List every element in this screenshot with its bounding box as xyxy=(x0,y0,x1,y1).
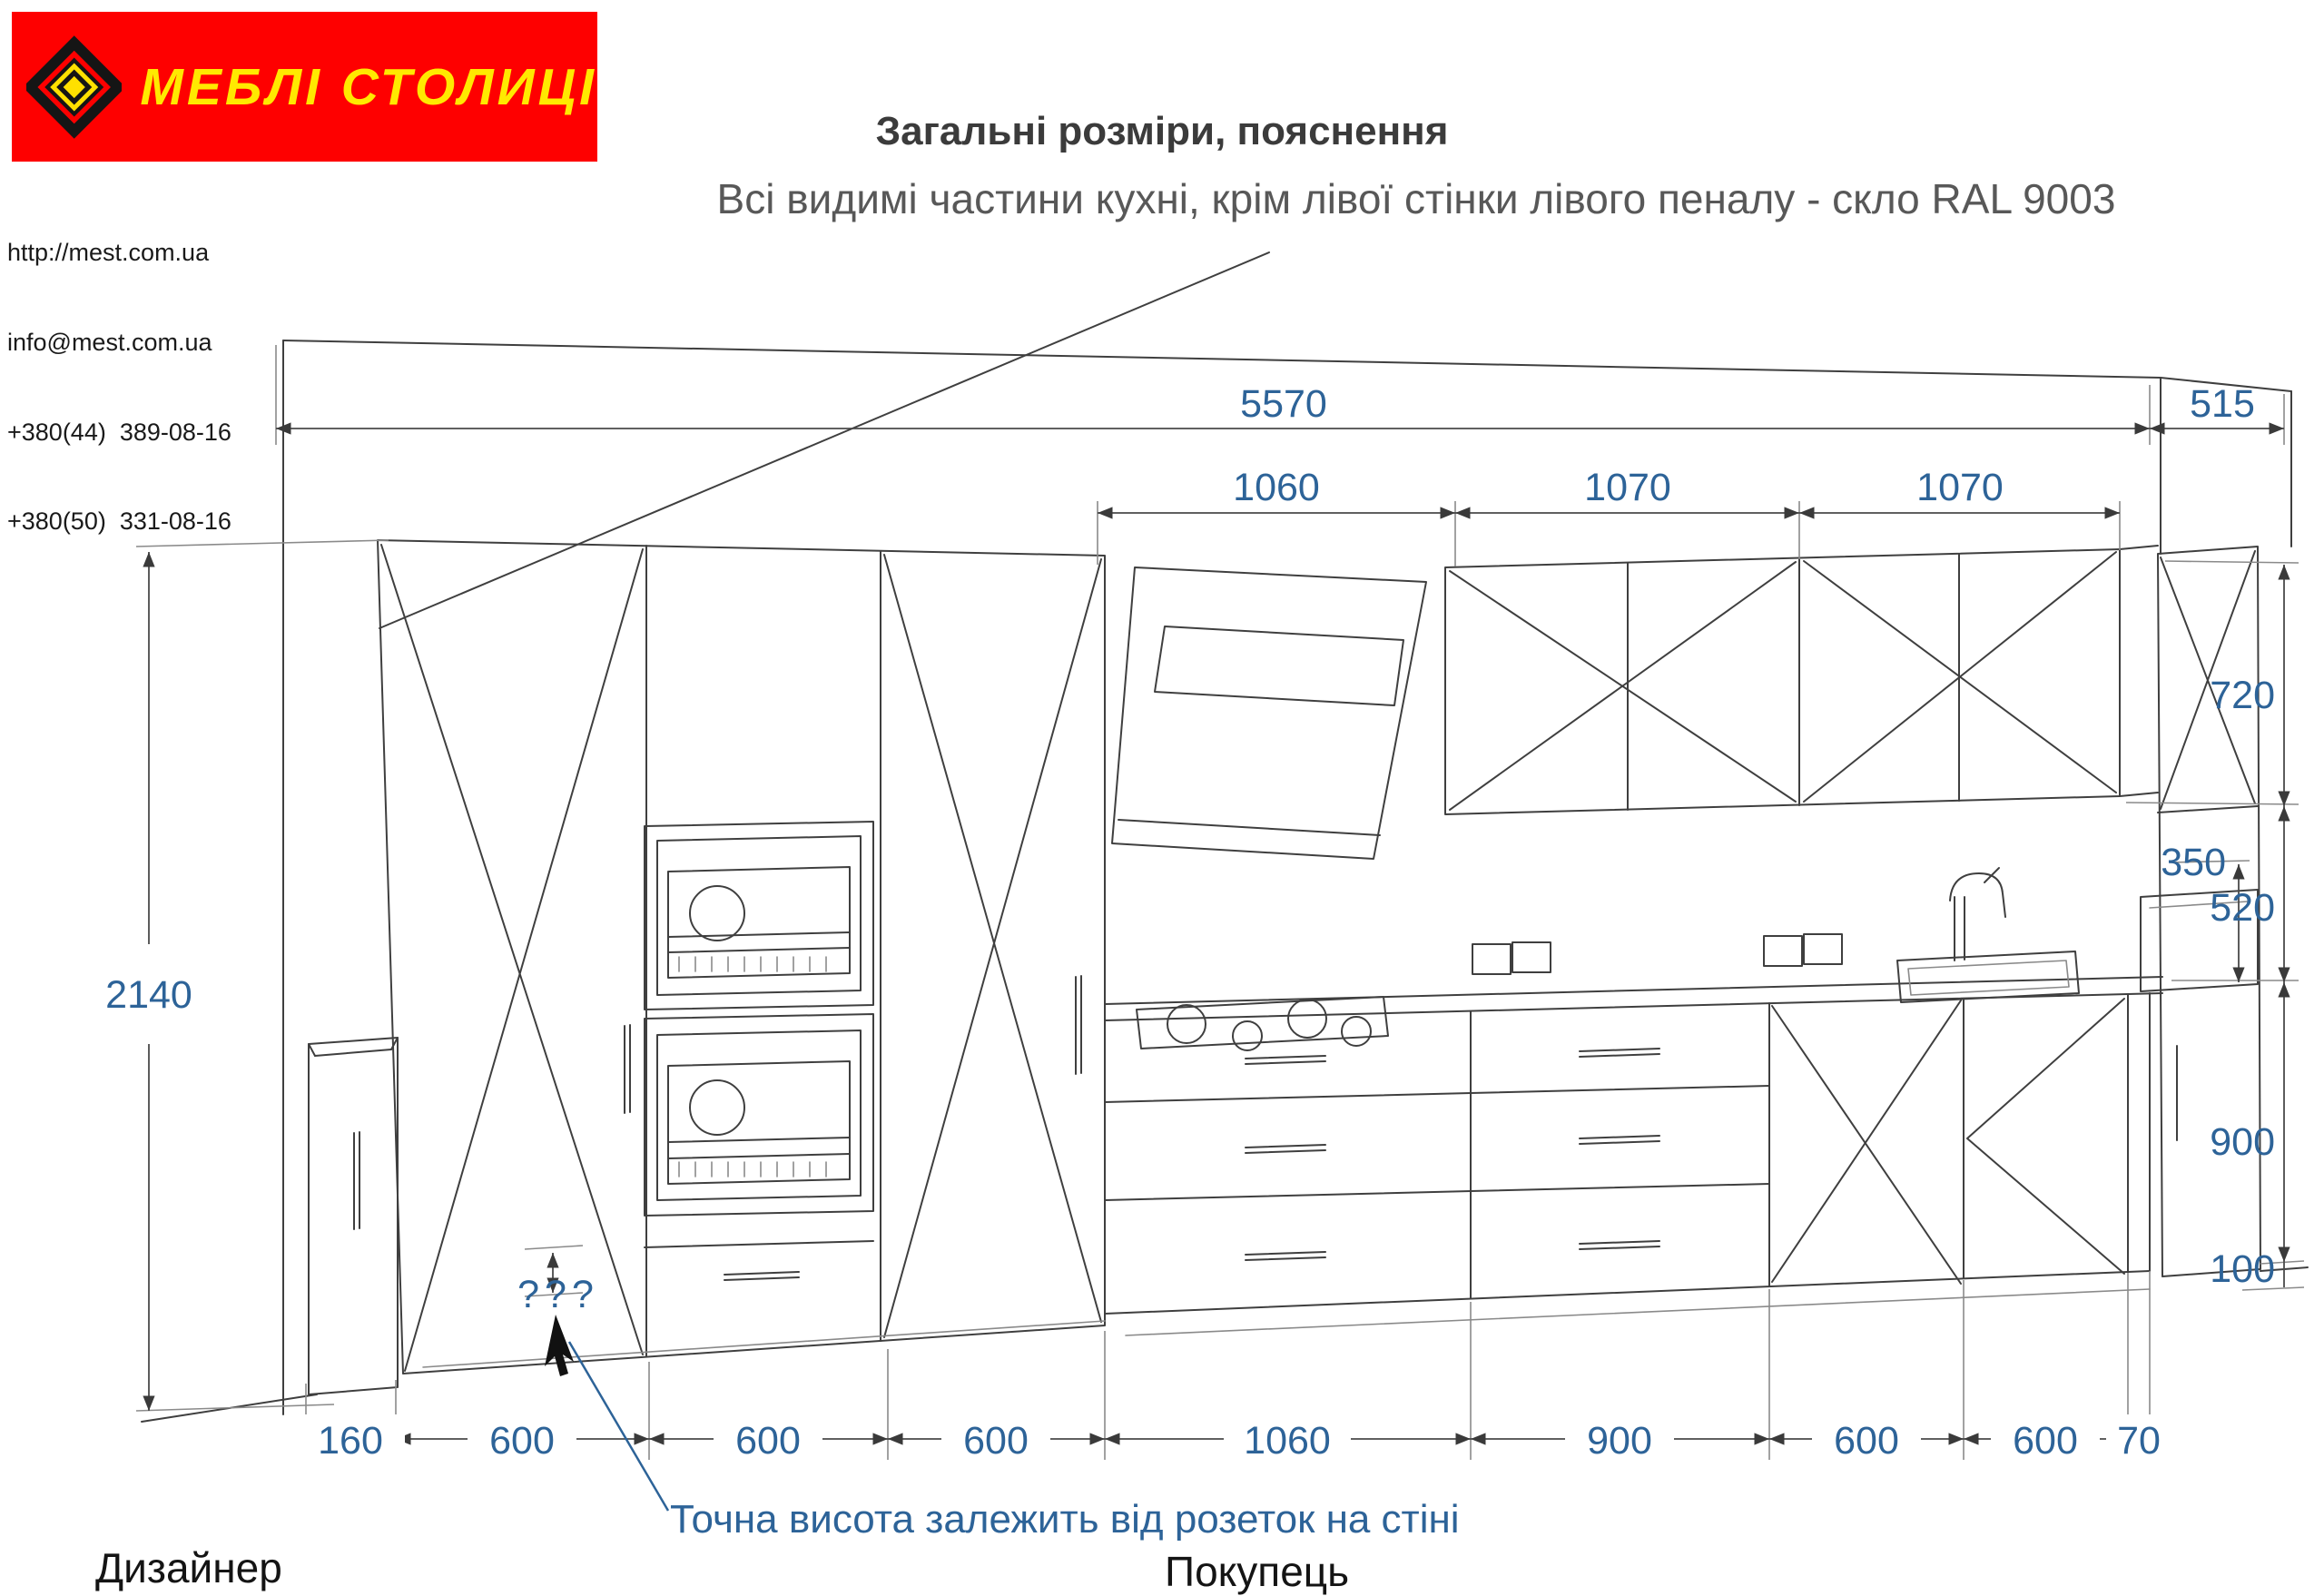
dim-right-720: 720 xyxy=(2210,674,2275,717)
dimension-label-masks xyxy=(296,1414,2175,1460)
unknown-height-label: ??? xyxy=(517,1273,599,1316)
dim-bottom-8: 600 xyxy=(2013,1419,2078,1463)
cursor-arrow-icon xyxy=(545,1315,574,1376)
subtitle-leader-line xyxy=(379,251,1270,629)
dim-bottom-9: 70 xyxy=(2117,1419,2161,1463)
dim-bottom-7: 600 xyxy=(1834,1419,1899,1463)
right-tall-cabinet xyxy=(2140,546,2261,1277)
brand-diamond-icon xyxy=(26,34,123,139)
contact-phone-1: +380(44) 389-08-16 xyxy=(7,418,231,446)
cooktop xyxy=(1136,996,1389,1051)
dimension-labels: 5570 515 1060 1070 1070 2140 720 350 520… xyxy=(105,382,2275,1463)
dim-right-520: 520 xyxy=(2210,886,2275,930)
note-annotation: ??? Точна висота залежить від розеток на… xyxy=(517,1273,1459,1542)
left-pencil-cabinet xyxy=(308,1037,399,1395)
room-outline xyxy=(141,340,2309,1423)
tall-cabinet-block xyxy=(377,539,1106,1374)
contact-phone-2: +380(50) 331-08-16 xyxy=(7,507,231,536)
note-leader-line xyxy=(567,1341,670,1512)
countertop-and-sink xyxy=(1104,867,2163,1021)
dim-total-height: 2140 xyxy=(105,973,192,1017)
dim-right-100: 100 xyxy=(2210,1247,2275,1291)
dim-bottom-2: 600 xyxy=(489,1419,555,1463)
oven-column xyxy=(644,821,874,1281)
dim-bottom-6: 900 xyxy=(1587,1419,1652,1463)
dim-upper-2: 1070 xyxy=(1584,466,1671,509)
brand-logo-block: МЕБЛІ СТОЛИЦІ xyxy=(12,12,597,162)
signature-designer: Дизайнер xyxy=(95,1544,282,1591)
dim-right-350: 350 xyxy=(2161,841,2226,884)
dim-bottom-5: 1060 xyxy=(1244,1419,1331,1463)
page-subtitle: Всі видимі частини кухні, крім лівої сті… xyxy=(716,175,2116,222)
contact-block: http://mest.com.ua info@mest.com.ua +380… xyxy=(7,178,231,566)
dim-upper-3: 1070 xyxy=(1916,466,2004,509)
upper-cabinet-row xyxy=(1444,545,2159,815)
brand-logo-text: МЕБЛІ СТОЛИЦІ xyxy=(140,57,597,116)
cooker-hood xyxy=(1111,566,1427,860)
contact-email: info@mest.com.ua xyxy=(7,328,212,356)
dim-total-width: 5570 xyxy=(1240,382,1327,426)
dim-upper-1: 1060 xyxy=(1233,466,1320,509)
dim-right-900: 900 xyxy=(2210,1120,2275,1164)
signature-customer: Покупець xyxy=(1165,1548,1350,1595)
base-cabinet-row xyxy=(1104,992,2151,1336)
dim-bottom-3: 600 xyxy=(735,1419,801,1463)
dim-right-return: 515 xyxy=(2190,382,2255,426)
note-text: Точна висота залежить від розеток на сті… xyxy=(670,1497,1460,1542)
contact-website: http://mest.com.ua xyxy=(7,238,210,266)
dim-bottom-4: 600 xyxy=(963,1419,1029,1463)
page-title: Загальні розміри, пояснення xyxy=(875,109,1449,153)
dim-bottom-1: 160 xyxy=(318,1419,383,1463)
